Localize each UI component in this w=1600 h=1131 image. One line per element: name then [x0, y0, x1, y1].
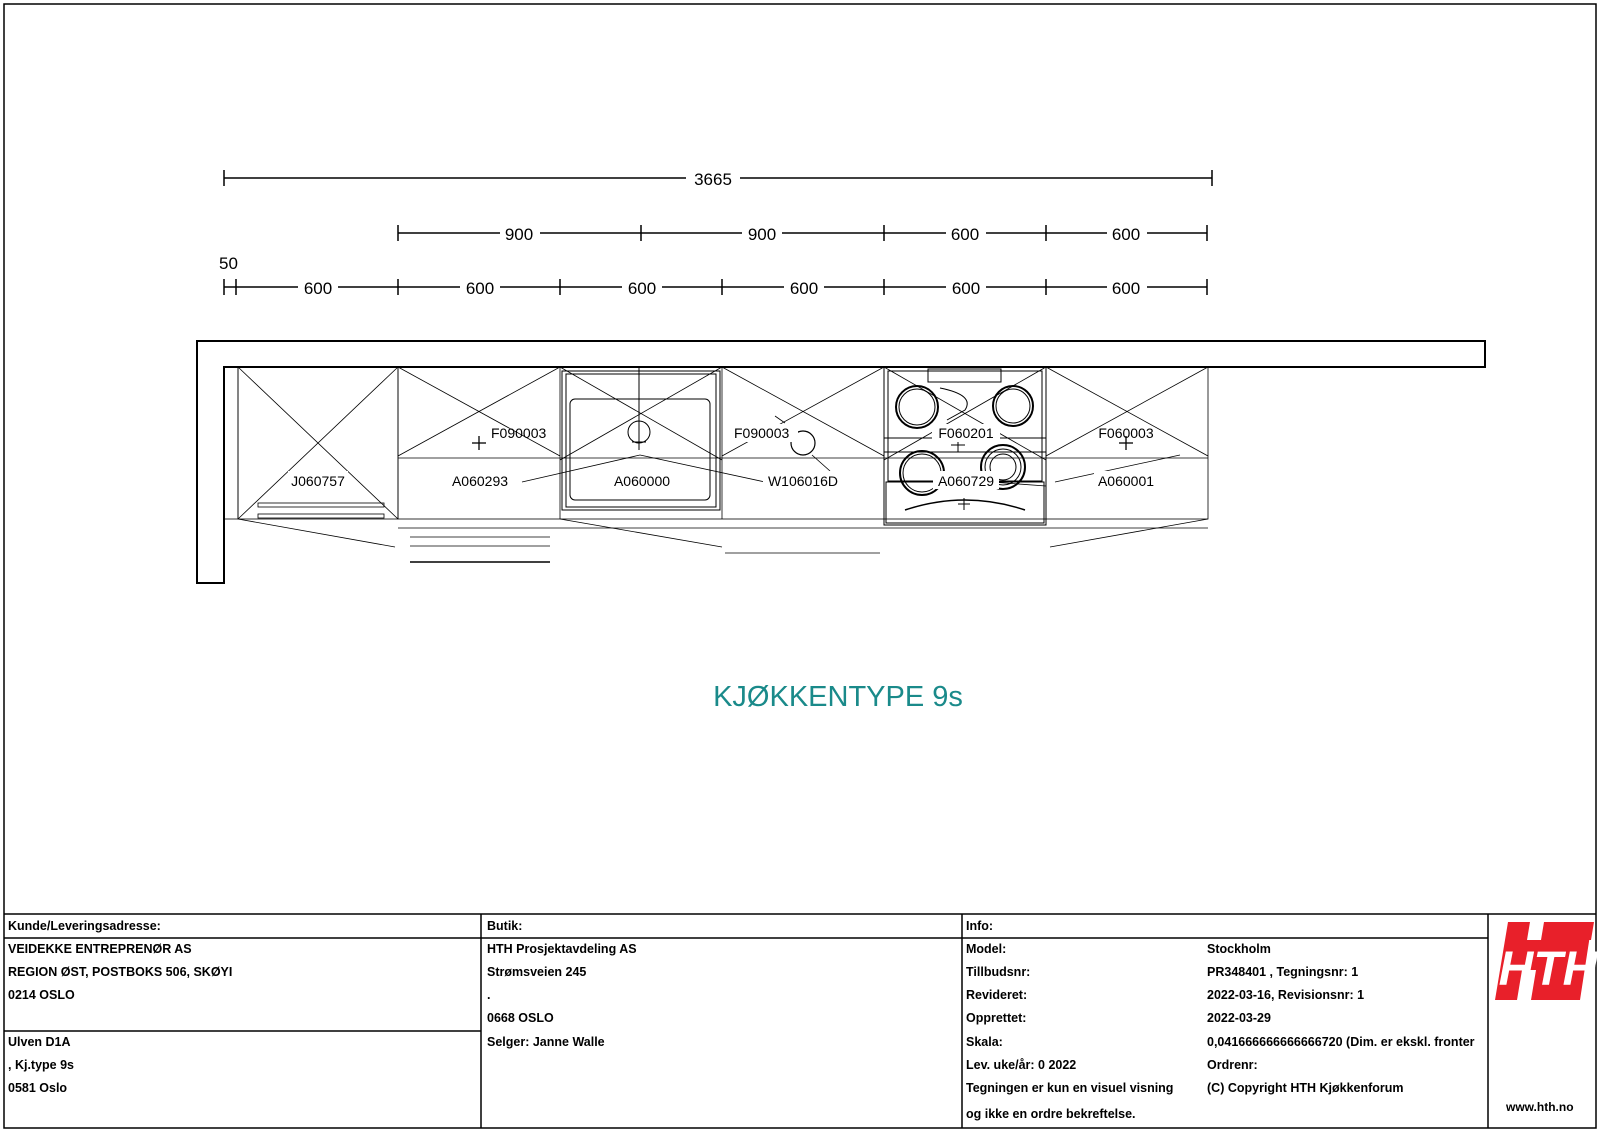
info-copyright: (C) Copyright HTH Kjøkkenforum — [1207, 1081, 1404, 1095]
customer-line-6: 0581 Oslo — [8, 1081, 68, 1095]
dimension-lower-1: 600 — [304, 279, 332, 298]
info-key-tillbudsnr: Tillbudsnr: — [966, 965, 1031, 979]
dimension-lower-6: 600 — [1112, 279, 1140, 298]
label-a060729: A060729 — [938, 473, 994, 489]
shop-header: Butik: — [487, 919, 523, 933]
info-key-revideret: Revideret: — [966, 988, 1028, 1002]
info-key-ordrenr: Ordrenr: — [1207, 1058, 1258, 1072]
dimension-upper-3: 600 — [951, 225, 979, 244]
info-key-opprettet: Opprettet: — [966, 1011, 1027, 1025]
round-fitting — [790, 430, 816, 456]
info-value-skala: 0,041666666666666720 (Dim. er ekskl. fro… — [1207, 1035, 1475, 1049]
label-f060201: F060201 — [938, 425, 993, 441]
drawing-title: KJØKKENTYPE 9s — [713, 681, 963, 713]
info-key-lev-uke: Lev. uke/år: 0 2022 — [966, 1058, 1077, 1072]
customer-line-1: VEIDEKKE ENTREPRENØR AS — [8, 942, 192, 956]
customer-line-5: , Kj.type 9s — [8, 1058, 74, 1072]
info-value-tillbudsnr: PR348401 , Tegningsnr: 1 — [1207, 965, 1359, 979]
page-frame — [3, 3, 1597, 1129]
shop-line-1: HTH Prosjektavdeling AS — [487, 942, 637, 956]
info-disclaimer-2: og ikke en ordre bekreftelse. — [966, 1107, 1136, 1121]
dimension-lower-2: 600 — [466, 279, 494, 298]
label-a060000: A060000 — [614, 473, 670, 489]
info-header: Info: — [966, 919, 994, 933]
svg-text:HTH: HTH — [1499, 943, 1599, 996]
dimension-overall-label: 3665 — [694, 170, 732, 189]
customer-line-3: 0214 OSLO — [8, 988, 75, 1002]
dimension-upper-4: 600 — [1112, 225, 1140, 244]
customer-header: Kunde/Leveringsadresse: — [8, 919, 161, 933]
shop-line-3: . — [487, 988, 491, 1002]
shop-line-2: Strømsveien 245 — [487, 965, 587, 979]
info-key-skala: Skala: — [966, 1035, 1003, 1049]
sink — [561, 367, 721, 511]
dimension-lower-5: 600 — [952, 279, 980, 298]
customer-line-4: Ulven D1A — [8, 1035, 71, 1049]
label-j060757: J060757 — [291, 473, 345, 489]
label-f090003-b: F090003 — [734, 425, 789, 441]
dimension-lower-4: 600 — [790, 279, 818, 298]
info-key-model: Model: — [966, 942, 1007, 956]
info-value-opprettet: 2022-03-29 — [1207, 1011, 1271, 1025]
dimension-upper-1: 900 — [505, 225, 533, 244]
customer-line-2: REGION ØST, POSTBOKS 506, SKØYI — [8, 965, 233, 979]
dimension-lower-3: 600 — [628, 279, 656, 298]
info-value-model: Stockholm — [1207, 942, 1271, 956]
label-w106016d: W106016D — [768, 473, 838, 489]
dimension-upper-2: 900 — [748, 225, 776, 244]
center-markers — [472, 436, 1133, 450]
label-a060293: A060293 — [452, 473, 508, 489]
hth-logo-icon: HTH — [1495, 922, 1599, 1000]
cabinet-row — [223, 366, 1209, 563]
label-f060003: F060003 — [1098, 425, 1153, 441]
dimension-offset: 50 — [219, 254, 238, 273]
dimension-lower-row — [223, 279, 1208, 295]
title-block-frame — [4, 913, 1596, 1128]
label-f090003-a: F090003 — [491, 425, 546, 441]
shop-line-4: 0668 OSLO — [487, 1011, 554, 1025]
label-a060001: A060001 — [1098, 473, 1154, 489]
info-value-revideret: 2022-03-16, Revisionsnr: 1 — [1207, 988, 1365, 1002]
info-disclaimer-1: Tegningen er kun en visuel visning — [966, 1081, 1174, 1095]
hth-website-link[interactable]: www.hth.no — [1506, 1100, 1574, 1114]
wall — [196, 340, 1486, 584]
shop-line-5: Selger: Janne Walle — [487, 1035, 605, 1049]
